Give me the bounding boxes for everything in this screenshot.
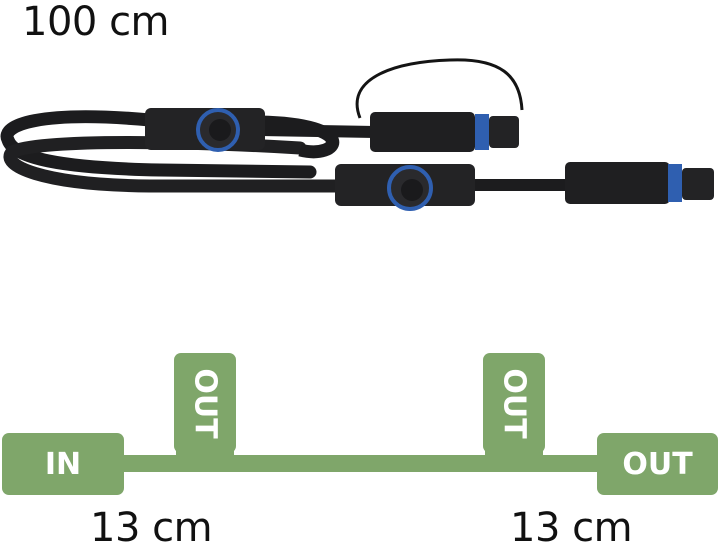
cable-coil-inner [259, 115, 340, 159]
t-junction-lower [335, 164, 475, 211]
port-branch-2: OUT [483, 353, 545, 453]
dust-cap-strap [355, 58, 524, 119]
port-in-label: IN [44, 446, 82, 482]
cable-coil-outer [0, 110, 317, 179]
left-segment-length: 13 cm [90, 505, 213, 551]
port-branch-1-label: OUT [187, 367, 223, 439]
port-branch-2-label: OUT [496, 367, 532, 439]
port-in: IN [2, 433, 124, 495]
total-length-label: 100 cm [22, 0, 170, 45]
t-junction-upper [145, 108, 265, 152]
cable-upper [259, 124, 376, 138]
right-segment-length: 13 cm [510, 505, 633, 551]
cable-splitter-photo [0, 58, 714, 211]
plug-upper [370, 112, 519, 152]
plug-lower [565, 162, 714, 204]
port-branch-1: OUT [174, 353, 236, 453]
port-out-label: OUT [622, 446, 693, 482]
port-out: OUT [597, 433, 718, 495]
